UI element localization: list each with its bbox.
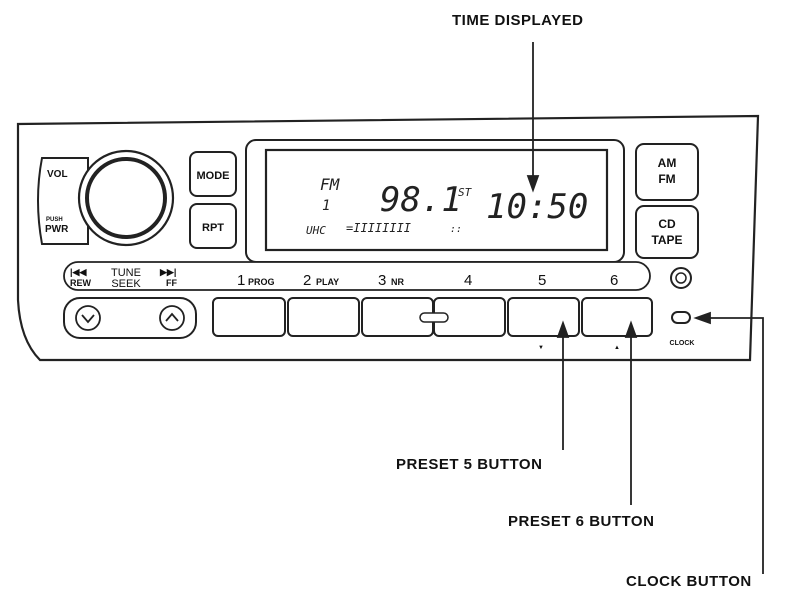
seek-up-button[interactable] — [159, 305, 185, 331]
preset-5-mark: ▼ — [538, 345, 544, 351]
clock-button[interactable] — [671, 311, 691, 324]
preset-6-callout: PRESET 6 BUTTON — [508, 513, 655, 530]
volume-knob[interactable] — [77, 149, 175, 247]
cd-tape-button[interactable] — [635, 205, 699, 259]
time-displayed-callout: TIME DISPLAYED — [452, 12, 584, 29]
vol-label: VOL — [47, 169, 68, 180]
preset-3-number: 3 — [378, 272, 386, 289]
rew-symbol: |◀◀ — [70, 267, 87, 277]
vol-pwr-tab — [37, 157, 89, 245]
fm-label: FM — [658, 172, 675, 186]
rpt-button[interactable] — [189, 203, 237, 249]
time-readout: 10:50 — [486, 187, 588, 227]
frequency-readout: 98.1 — [380, 180, 462, 220]
preset-5-button[interactable] — [507, 297, 580, 337]
seek-label: SEEK — [111, 278, 141, 290]
small-knob[interactable] — [670, 267, 692, 289]
chevron-up-icon — [165, 312, 179, 322]
clock-button-callout: CLOCK BUTTON — [626, 573, 752, 590]
pwr-label: PWR — [45, 224, 69, 235]
preset-5-callout: PRESET 5 BUTTON — [396, 456, 543, 473]
tape-label: TAPE — [651, 233, 682, 247]
level-meter: =IIIIIIII — [346, 221, 411, 235]
preset-1-sub: PROG — [248, 277, 275, 287]
display-small-left: UHC — [306, 224, 326, 237]
tune-label: TUNE — [111, 267, 141, 279]
preset-2-sub: PLAY — [316, 277, 339, 287]
seek-rocker — [63, 297, 197, 339]
rpt-button-label: RPT — [202, 222, 224, 234]
preset-6-number: 6 — [610, 272, 618, 289]
stereo-indicator: ST — [458, 186, 473, 199]
am-label: AM — [658, 156, 677, 170]
push-label: PUSH — [46, 217, 63, 223]
display-screen — [264, 148, 609, 252]
mode-button[interactable] — [189, 151, 237, 197]
am-fm-button[interactable] — [635, 143, 699, 201]
label-strip — [63, 261, 651, 291]
ff-label: FF — [166, 278, 177, 288]
mode-button-label: MODE — [197, 170, 230, 182]
radio-panel — [16, 114, 760, 362]
preset-4-number: 4 — [464, 272, 472, 289]
preset-5-number: 5 — [538, 272, 546, 289]
preset-2-number: 2 — [303, 272, 311, 289]
cd-label: CD — [658, 217, 676, 231]
preset-6-mark: ▲ — [614, 345, 620, 351]
clock-button-label: CLOCK — [670, 340, 695, 347]
preset-6-button[interactable] — [581, 297, 653, 337]
preset-3-sub: NR — [391, 277, 404, 287]
ff-symbol: ▶▶| — [159, 267, 176, 277]
preset-1-number: 1 — [237, 272, 245, 289]
display-dots: :: — [450, 224, 462, 235]
seek-down-button[interactable] — [75, 305, 101, 331]
band-readout: FM — [320, 175, 341, 194]
preset-readout: 1 — [322, 198, 330, 214]
leader-lines — [526, 42, 764, 574]
cassette-door-slot — [419, 312, 449, 323]
preset-1-button[interactable] — [212, 297, 286, 337]
chevron-down-icon — [81, 314, 95, 324]
rew-label: REW — [70, 278, 92, 288]
preset-2-button[interactable] — [287, 297, 360, 337]
